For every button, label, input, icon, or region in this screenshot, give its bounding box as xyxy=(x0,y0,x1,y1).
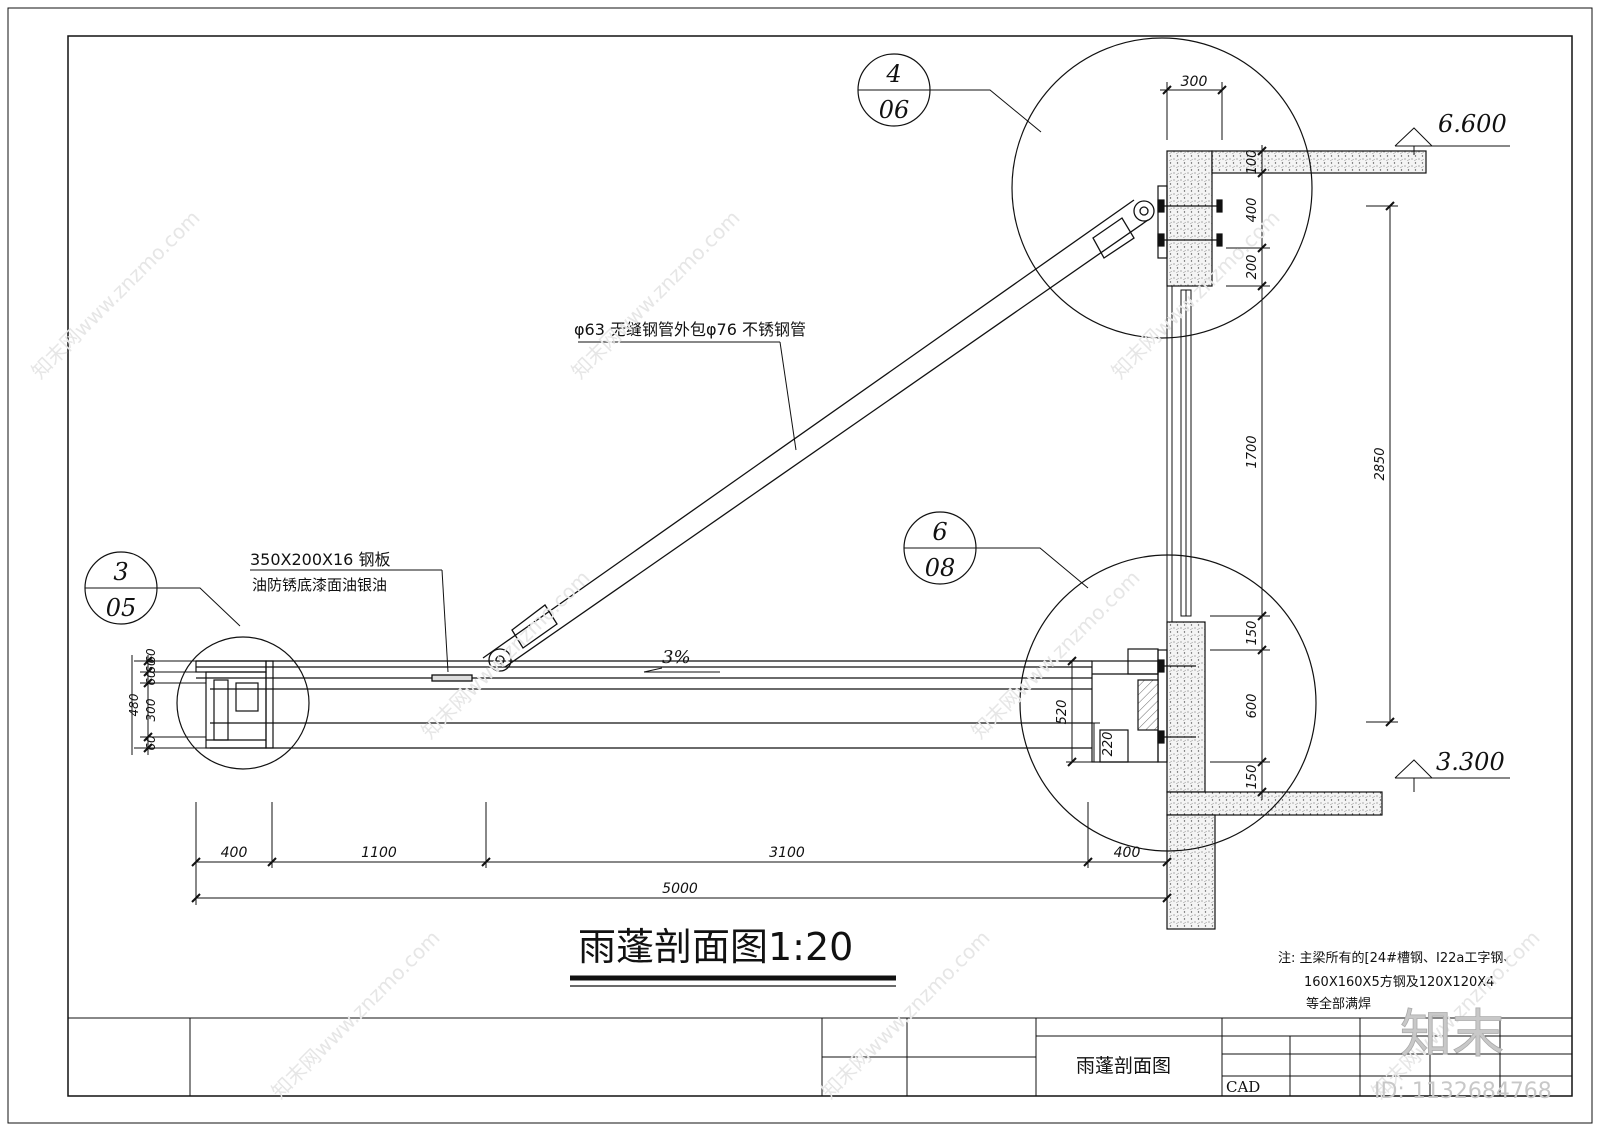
level-upper-text: 6.600 xyxy=(1438,110,1507,138)
pipe-annotation-text: φ63 无缝钢管外包φ76 不锈钢管 xyxy=(574,320,806,339)
dim-left-60-c: 60 xyxy=(144,670,158,686)
dim-right-600: 600 xyxy=(1245,694,1260,719)
level-marker-lower: 3.300 xyxy=(1394,748,1510,792)
dim-left-480: 480 xyxy=(127,693,141,716)
plate-annotation: 350X200X16 钢板 油防锈底漆面油银油 xyxy=(250,550,449,673)
dim-right-400: 400 xyxy=(1245,198,1260,223)
detail-circle-left xyxy=(176,636,310,770)
dim-right-150-upper: 150 xyxy=(1245,621,1260,646)
dim-left-60-b: 60 xyxy=(144,658,158,674)
watermark-site-1: 知末网www.znzmo.com xyxy=(27,206,205,384)
level-lower-text: 3.300 xyxy=(1436,748,1505,776)
callout-3-05-bottom: 05 xyxy=(106,594,137,622)
callout-4-06-bottom: 06 xyxy=(879,96,910,124)
pipe-annotation: φ63 无缝钢管外包φ76 不锈钢管 xyxy=(574,320,806,451)
dim-bottom-1100: 1100 xyxy=(361,845,397,861)
callout-6-08-top: 6 xyxy=(932,518,947,546)
slope-text: 3% xyxy=(662,647,691,668)
callout-6-08: 6 08 xyxy=(903,511,1089,589)
watermark-brand: 知末 xyxy=(1400,1005,1504,1065)
title-block-drawing-name: 雨蓬剖面图 xyxy=(1076,1055,1171,1077)
level-marker-upper: 6.600 xyxy=(1394,110,1510,155)
drawing-title: 雨蓬剖面图1:20 xyxy=(578,925,853,969)
watermark-id: ID: 1132684768 xyxy=(1374,1079,1552,1104)
callout-4-06: 4 06 xyxy=(857,53,1042,133)
beam-end-section xyxy=(1091,648,1159,763)
dim-left-60-a: 60 xyxy=(144,648,158,664)
canopy-main-beam xyxy=(196,660,1092,749)
diagonal-tie-rod xyxy=(431,199,1155,682)
callout-3-05-top: 3 xyxy=(113,558,128,586)
plate-annotation-line1: 350X200X16 钢板 xyxy=(250,550,390,569)
title-block xyxy=(68,1017,1572,1096)
title-block-software: CAD xyxy=(1226,1078,1260,1096)
dim-bottom-3100: 3100 xyxy=(769,845,805,861)
callout-3-05: 3 05 xyxy=(84,551,241,627)
outer-frame xyxy=(7,7,1593,1124)
right-dimension-chain xyxy=(1210,145,1398,800)
callout-6-08-bottom: 08 xyxy=(925,554,956,582)
watermark-site-2: 知末网www.znzmo.com xyxy=(567,206,745,384)
dim-right-100: 100 xyxy=(1245,150,1260,175)
dim-right-2850: 2850 xyxy=(1373,447,1388,480)
dim-beam-220: 220 xyxy=(1101,732,1116,757)
bottom-dimension-chain xyxy=(191,802,1172,905)
dim-top-300: 300 xyxy=(1181,74,1208,90)
callout-4-06-top: 4 xyxy=(885,60,901,88)
dim-left-60-d: 60 xyxy=(144,735,158,751)
window-glazing xyxy=(1166,286,1192,622)
detail-circle-top xyxy=(1011,37,1313,339)
top-dimension xyxy=(1160,82,1227,140)
dim-right-200: 200 xyxy=(1245,255,1260,280)
beam-left-end-detail xyxy=(195,660,274,749)
dim-bottom-total: 5000 xyxy=(662,881,698,897)
left-dimension-stack xyxy=(131,655,206,755)
inner-frame xyxy=(67,35,1573,1097)
dim-right-150-lower: 150 xyxy=(1245,765,1260,790)
detail-circle-bottom xyxy=(1019,554,1317,852)
beam-depth-dimension xyxy=(1066,656,1100,767)
note-line-3: 等全部满焊 xyxy=(1306,996,1371,1012)
concrete-wall xyxy=(1166,150,1427,930)
slope-annotation: 3% xyxy=(643,647,720,673)
dim-left-300: 300 xyxy=(144,698,158,721)
upper-embed-plate xyxy=(1157,185,1223,259)
plate-annotation-line2: 油防锈底漆面油银油 xyxy=(252,576,387,594)
dim-bottom-400-left: 400 xyxy=(221,845,248,861)
note-line-2: 160X160X5方钢及120X120X4 xyxy=(1304,974,1494,990)
dim-beam-520: 520 xyxy=(1055,700,1070,725)
dim-bottom-400-right: 400 xyxy=(1114,845,1141,861)
note-line-1: 注: 主梁所有的[24#槽钢、I22a工字钢、 xyxy=(1278,950,1516,966)
dim-right-1700: 1700 xyxy=(1245,435,1260,468)
watermark-site-6: 知末网www.znzmo.com xyxy=(267,926,445,1104)
